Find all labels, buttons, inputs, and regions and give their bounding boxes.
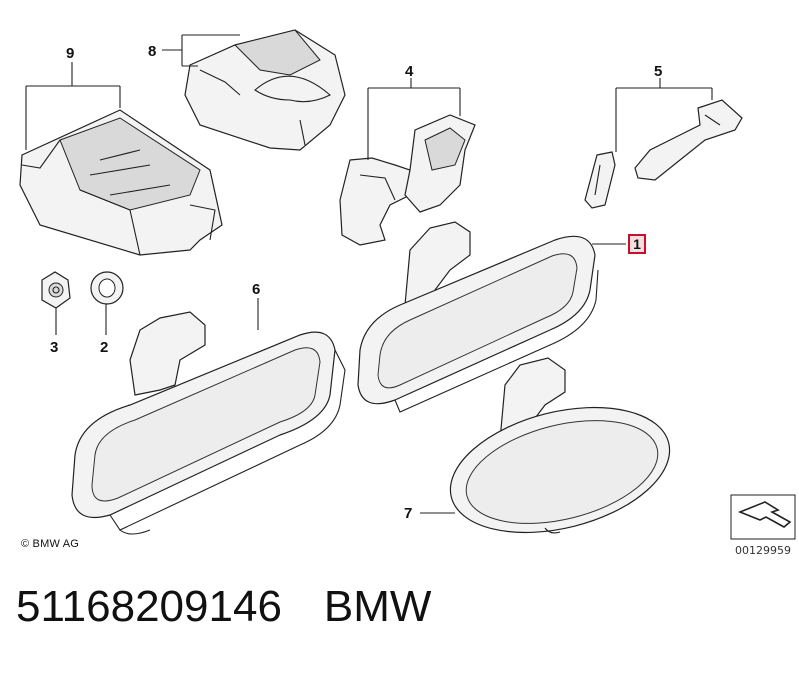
part-9-cover[interactable] [19,109,223,256]
part-4-bracket-right[interactable] [404,114,476,213]
callout-7: 7 [404,505,412,522]
callout-1-highlighted: 1 [628,234,646,254]
part-3-nut[interactable] [41,271,71,309]
diagram-id: 00129959 [735,544,791,557]
part-number-line: 51168209146 BMW [16,582,431,632]
callout-2: 2 [100,339,108,356]
part-4-bracket-left[interactable] [339,157,411,246]
leader-lines [25,34,713,514]
callout-3: 3 [50,339,58,356]
callout-4: 4 [405,63,414,80]
callout-8: 8 [148,43,156,60]
copyright-notice: © BMW AG [21,538,79,550]
callout-6: 6 [252,281,260,298]
part-7-mirror[interactable] [437,357,682,553]
brand-name: BMW [323,582,432,631]
part-6-mirror[interactable] [71,311,346,535]
part-1-mirror[interactable] [357,221,599,413]
part-5-cover-large[interactable] [634,99,743,181]
arrow-icon [730,494,796,540]
callout-9: 9 [66,45,74,62]
part-number: 51168209146 [16,582,282,631]
part-5-cover-small[interactable] [584,151,616,209]
part-2-ring[interactable] [90,271,124,305]
callout-5: 5 [654,63,662,80]
part-8-cover[interactable] [184,29,346,151]
